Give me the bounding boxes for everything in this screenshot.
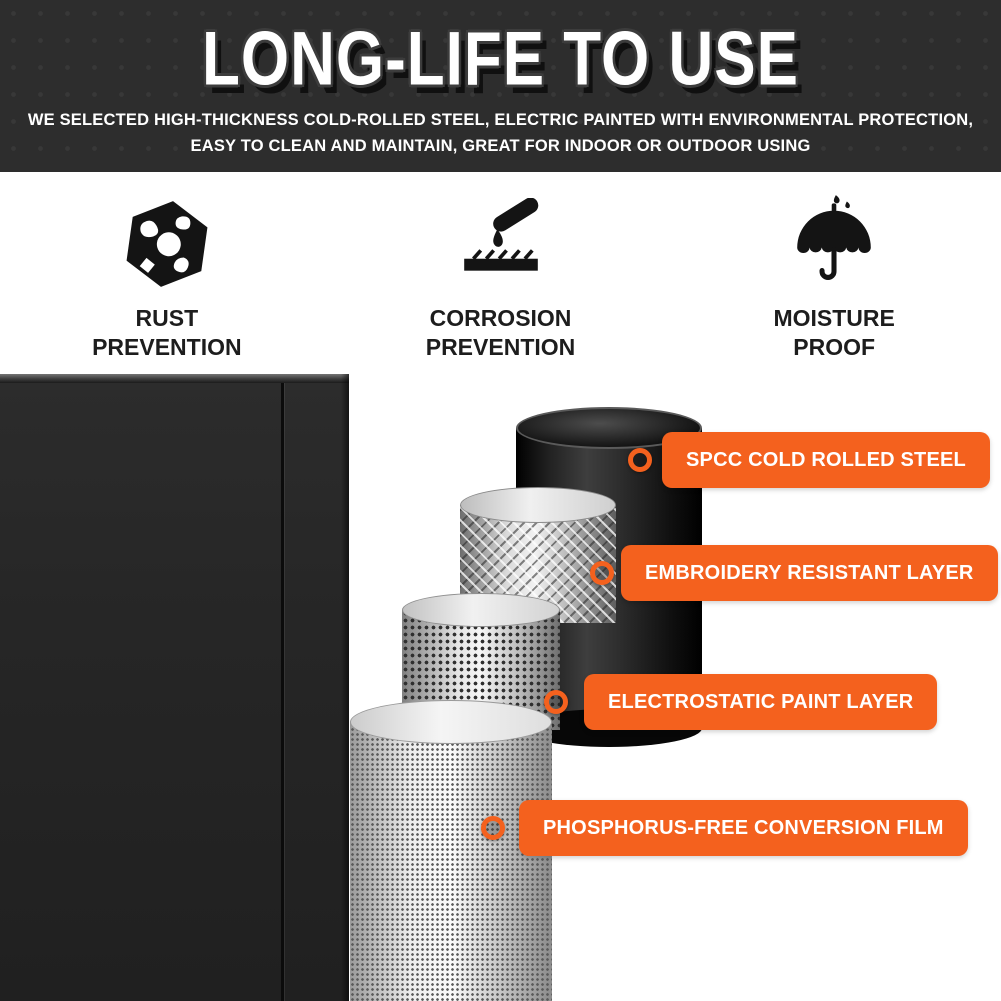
page-title: LONG-LIFE TO USE (202, 17, 799, 102)
cabinet-image (0, 374, 349, 1001)
feature-rust-prevention: RUST PREVENTION (0, 188, 334, 363)
marker-dot-steel (628, 448, 652, 472)
rust-nut-icon-svg (126, 201, 208, 287)
feature-corrosion-prevention: CORROSION PREVENTION (334, 188, 668, 363)
callout-embroidery-layer: EMBROIDERY RESISTANT LAYER (621, 545, 998, 601)
feature-moisture-proof: MOISTURE PROOF (667, 188, 1001, 363)
marker-dot-paint (544, 690, 568, 714)
marker-dot-embroidery (590, 561, 614, 585)
layer-cylinder-conversion-film (350, 700, 552, 1001)
rust-nut-icon (121, 188, 213, 290)
corrosion-test-tube-icon (453, 188, 549, 290)
marker-dot-film (481, 816, 505, 840)
subtitle-line-1: WE SELECTED HIGH-THICKNESS COLD-ROLLED S… (27, 111, 974, 129)
umbrella-rain-icon (788, 188, 880, 290)
feature-row: RUST PREVENTION CORROSION PREVE (0, 188, 1001, 363)
header-band: LONG-LIFE TO USE WE SELECTED HIGH-THICKN… (0, 0, 1001, 172)
umbrella-rain-icon-svg (797, 195, 871, 280)
cabinet-top-edge (0, 374, 349, 383)
header-subtitle: WE SELECTED HIGH-THICKNESS COLD-ROLLED S… (0, 108, 1001, 159)
cabinet-door-seam (281, 383, 284, 1001)
layer-cylinder-paint-cap (402, 593, 560, 627)
callout-electrostatic-layer: ELECTROSTATIC PAINT LAYER (584, 674, 938, 730)
layer-cylinder-film-cap (350, 700, 552, 744)
callout-conversion-film: PHOSPHORUS-FREE CONVERSION FILM (519, 800, 968, 856)
subtitle-line-2: EASY TO CLEAN AND MAINTAIN, GREAT FOR IN… (190, 136, 811, 155)
callout-spcc-steel: SPCC COLD ROLLED STEEL (662, 432, 990, 488)
corrosion-test-tube-icon-svg (463, 198, 538, 271)
cabinet-right-edge-shadow (341, 374, 349, 1001)
feature-label-rust: RUST PREVENTION (92, 305, 242, 361)
feature-label-moisture: MOISTURE PROOF (773, 305, 895, 361)
feature-label-corrosion: CORROSION PREVENTION (425, 305, 576, 361)
layer-cylinder-embroidery-cap (460, 487, 616, 523)
